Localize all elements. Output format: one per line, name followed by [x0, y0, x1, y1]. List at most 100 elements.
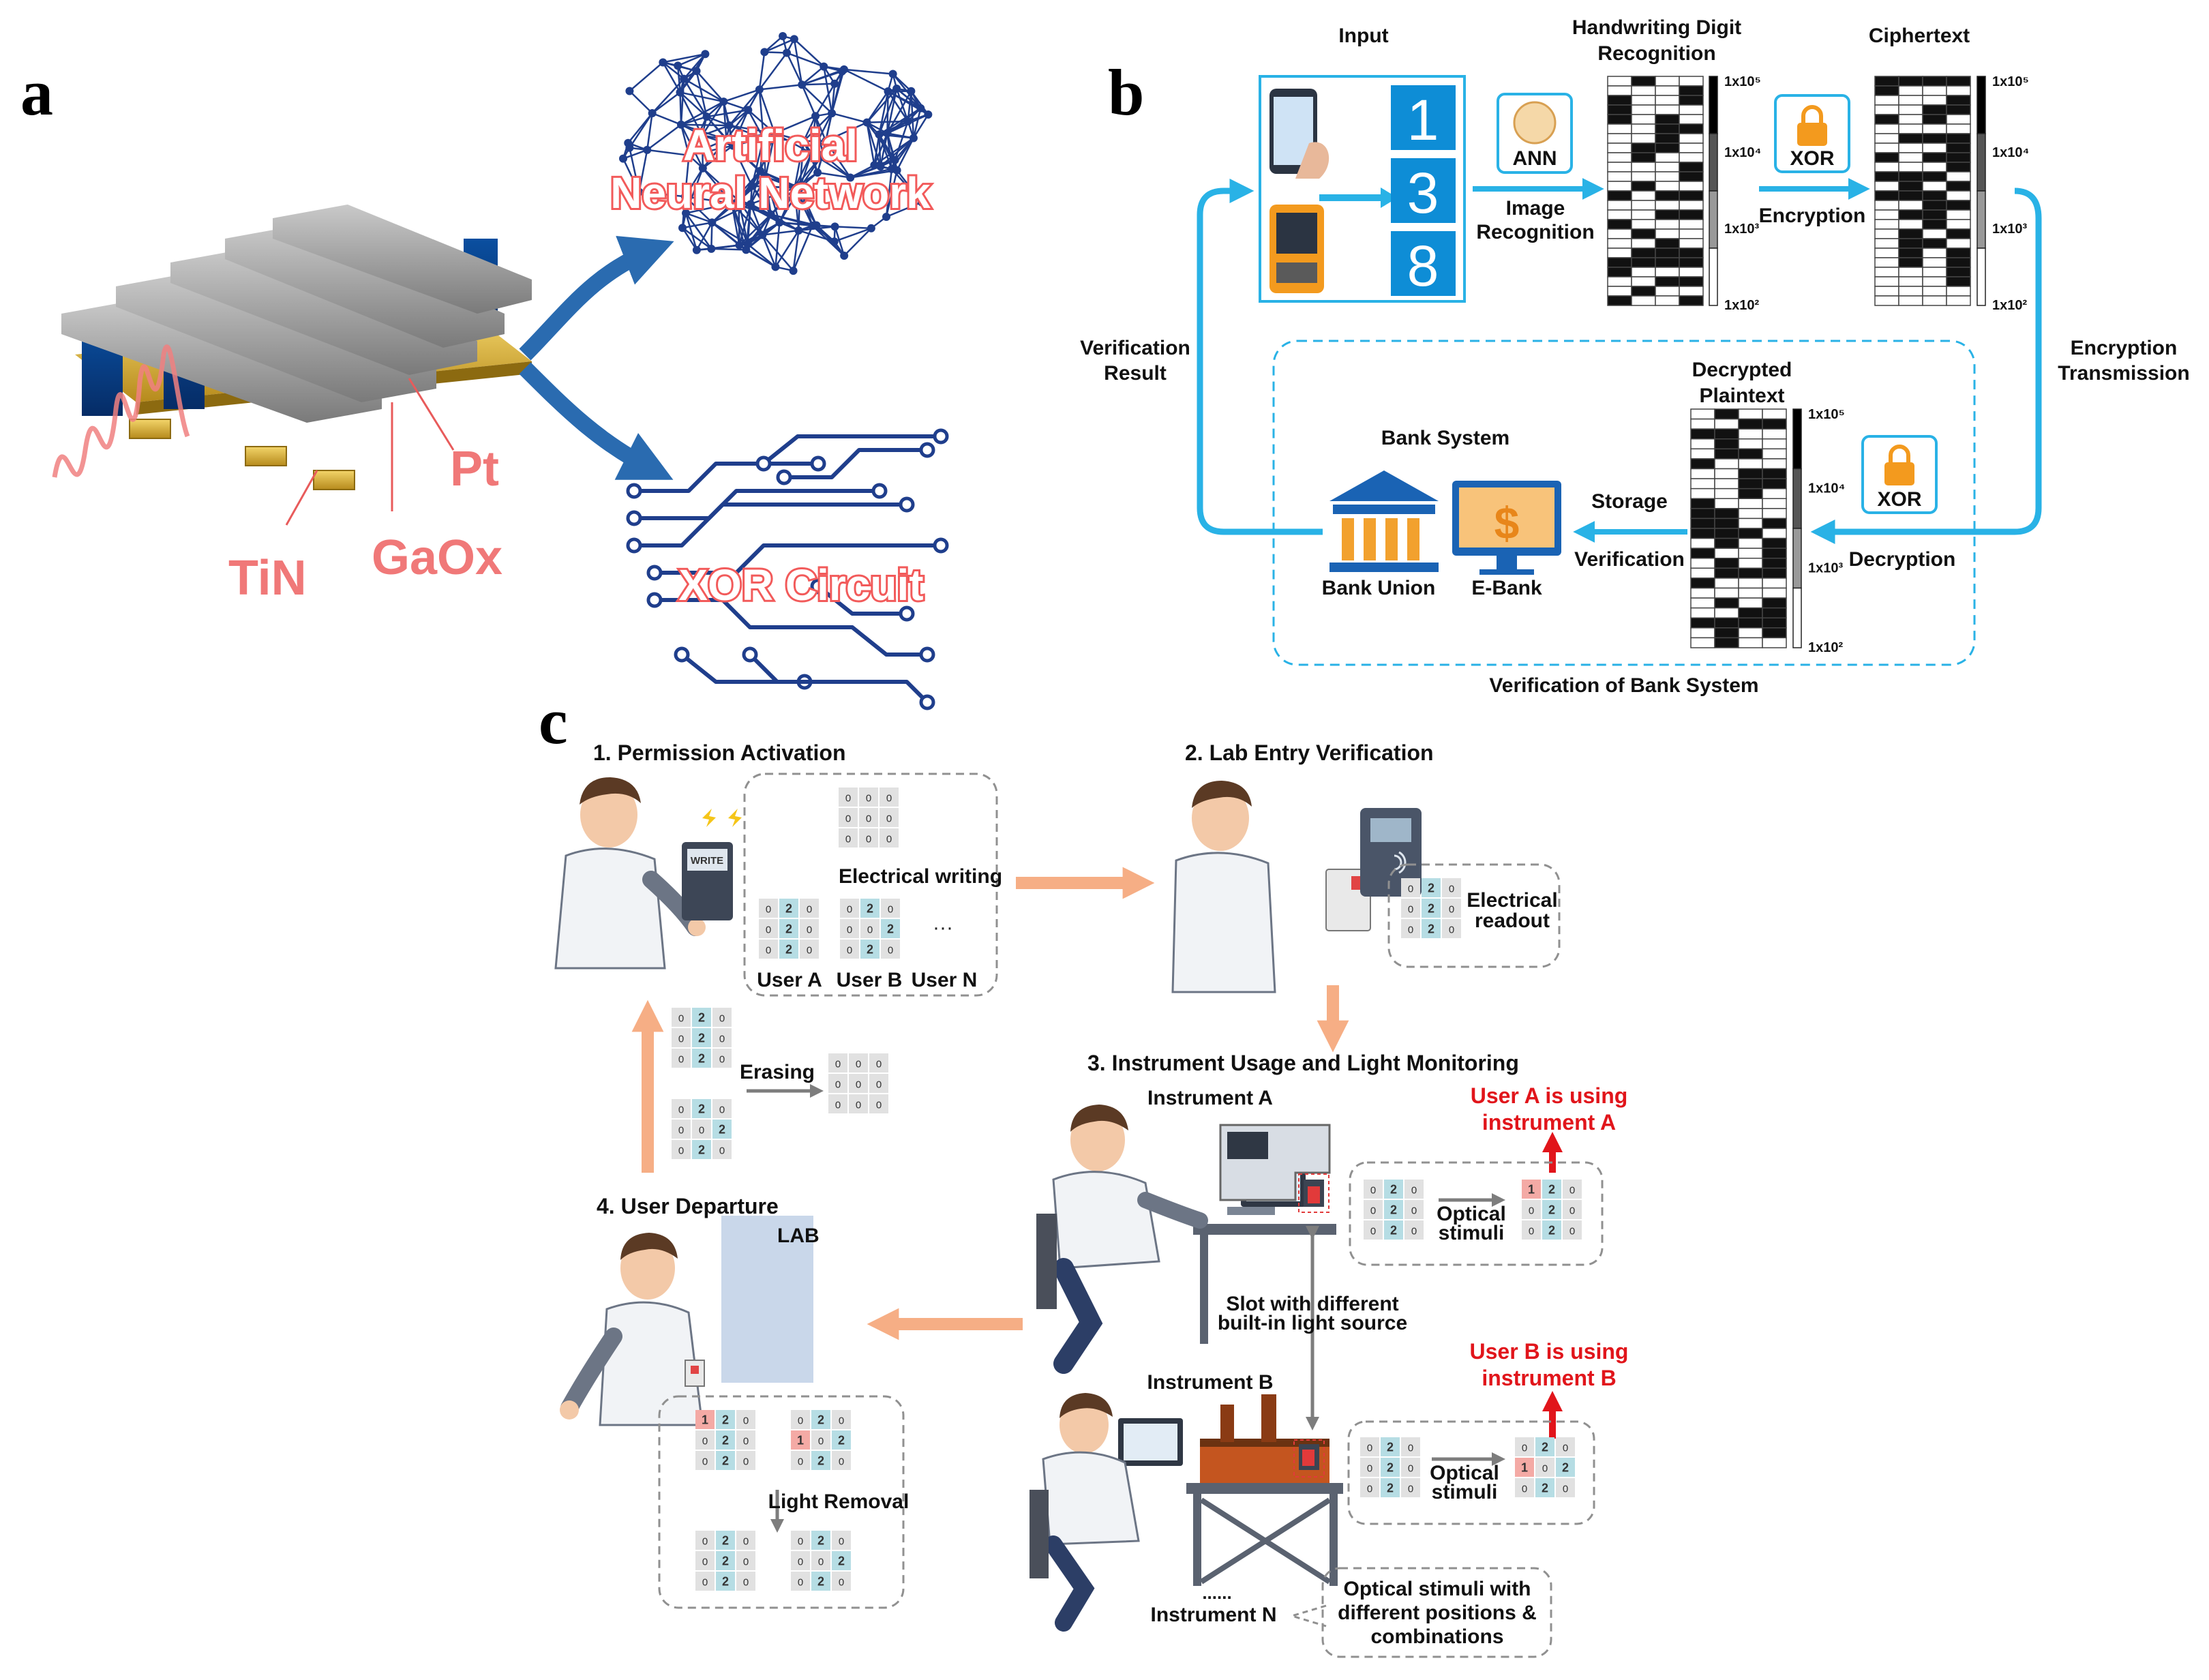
matrix-cell-value: 2: [887, 922, 894, 935]
matrix-cell-value: 0: [719, 1012, 725, 1024]
step1-title: 1. Permission Activation: [593, 740, 845, 765]
network-edge: [683, 78, 708, 117]
pattern-cell: [1898, 123, 1923, 134]
pattern-cell: [1631, 76, 1656, 87]
pattern-cell: [1946, 133, 1971, 144]
network-edge: [750, 187, 795, 205]
pattern-cell: [1922, 142, 1947, 153]
network-edge: [801, 84, 832, 114]
pattern-cell: [1922, 219, 1947, 230]
network-edge: [685, 212, 712, 224]
pattern-cell: [1922, 228, 1947, 239]
colorbar-segment: [1792, 587, 1802, 648]
pattern-cell: [1631, 286, 1656, 297]
network-edge: [896, 137, 915, 171]
pattern-cell: [1655, 228, 1680, 239]
matrix-cell-value: 0: [678, 1033, 684, 1045]
matrix-cell-value: 0: [766, 903, 771, 915]
matrix-cell-value: 0: [1411, 1225, 1417, 1237]
pattern-cell: [1690, 548, 1715, 559]
pattern-cell: [1714, 418, 1739, 430]
network-node: [728, 141, 737, 150]
network-edge: [830, 69, 845, 114]
pattern-cell: [1898, 133, 1923, 144]
network-edge: [682, 222, 712, 229]
pattern-cell: [1874, 114, 1899, 125]
pattern-cell: [1655, 133, 1680, 144]
instrument-b-box: [1347, 1420, 1595, 1525]
matrix-cell: [1542, 1180, 1561, 1199]
hdr-pattern-grid: [1607, 76, 1704, 306]
matrix-cell: [716, 1572, 735, 1591]
network-edge: [676, 65, 681, 93]
network-edge: [764, 133, 776, 178]
pattern-cell: [1738, 597, 1763, 609]
pattern-cell: [1874, 238, 1899, 249]
network-edge: [685, 213, 698, 251]
matrix-cell-value: 0: [845, 813, 851, 824]
network-node: [758, 230, 767, 239]
encryption-transmission-arrow: [1810, 188, 2042, 544]
panel-label-a: a: [20, 56, 53, 129]
pattern-cell: [1714, 627, 1739, 639]
instrument-n-label: Instrument N: [1150, 1604, 1276, 1626]
network-node: [708, 218, 717, 227]
matrix-cell-value: 0: [845, 792, 851, 804]
lab-label: LAB: [777, 1225, 820, 1247]
network-node: [701, 50, 710, 59]
matrix-cell: [1384, 1220, 1403, 1240]
matrix-cell-value: 2: [1428, 922, 1434, 935]
colorbar-tick: 1x10²: [1992, 298, 2027, 313]
network-node: [770, 129, 779, 138]
matrix-cell: [716, 1551, 735, 1570]
network-node: [822, 136, 830, 145]
pattern-cell: [1679, 190, 1704, 201]
matrix-cell: [716, 1451, 735, 1470]
pattern-cell: [1738, 537, 1763, 549]
network-edge: [814, 115, 827, 142]
matrix-cell: [791, 1531, 810, 1550]
network-edge: [866, 122, 875, 166]
matrix-cell-value: 2: [1548, 1223, 1555, 1237]
network-node: [888, 70, 897, 78]
pattern-cell: [1898, 76, 1923, 87]
pattern-cell: [1631, 257, 1656, 268]
pattern-cell: [1690, 518, 1715, 529]
matrix-cell-value: 2: [838, 1554, 845, 1567]
network-node: [870, 161, 879, 170]
colorbar-tick: 1x10³: [1992, 222, 2027, 237]
network-node: [890, 155, 899, 164]
matrix-cell-value: 1: [702, 1413, 708, 1426]
network-edge: [751, 138, 764, 187]
pattern-cell: [1714, 487, 1739, 500]
pattern-cell: [1714, 587, 1739, 599]
network-edge: [801, 68, 845, 86]
network-edge: [622, 158, 640, 193]
pattern-cell: [1922, 85, 1947, 96]
network-edge: [762, 234, 794, 271]
matrix-cell: [672, 1120, 691, 1139]
pattern-cell: [1655, 219, 1680, 230]
decryption-label: Decryption: [1849, 548, 1956, 571]
pattern-cell: [1679, 162, 1704, 172]
network-edge: [892, 73, 912, 92]
circuit-pad: [626, 537, 642, 554]
matrix-cell: [1535, 1478, 1554, 1497]
network-edge: [895, 88, 909, 122]
matrix-cell-value: 0: [876, 1099, 882, 1111]
pattern-cell: [1631, 219, 1656, 230]
dollar-sign: $: [1494, 498, 1520, 548]
pattern-cell: [1655, 142, 1680, 153]
matrix-cell-value: 2: [722, 1454, 729, 1467]
matrix-cell: [800, 899, 819, 918]
voltage-pulse-wave: [52, 344, 190, 478]
pattern-cell: [1738, 408, 1763, 420]
pattern-cell: [1874, 295, 1899, 306]
pattern-cell: [1690, 627, 1715, 639]
network-edge: [680, 124, 690, 156]
network-node: [798, 80, 807, 89]
network-edge: [749, 203, 764, 236]
